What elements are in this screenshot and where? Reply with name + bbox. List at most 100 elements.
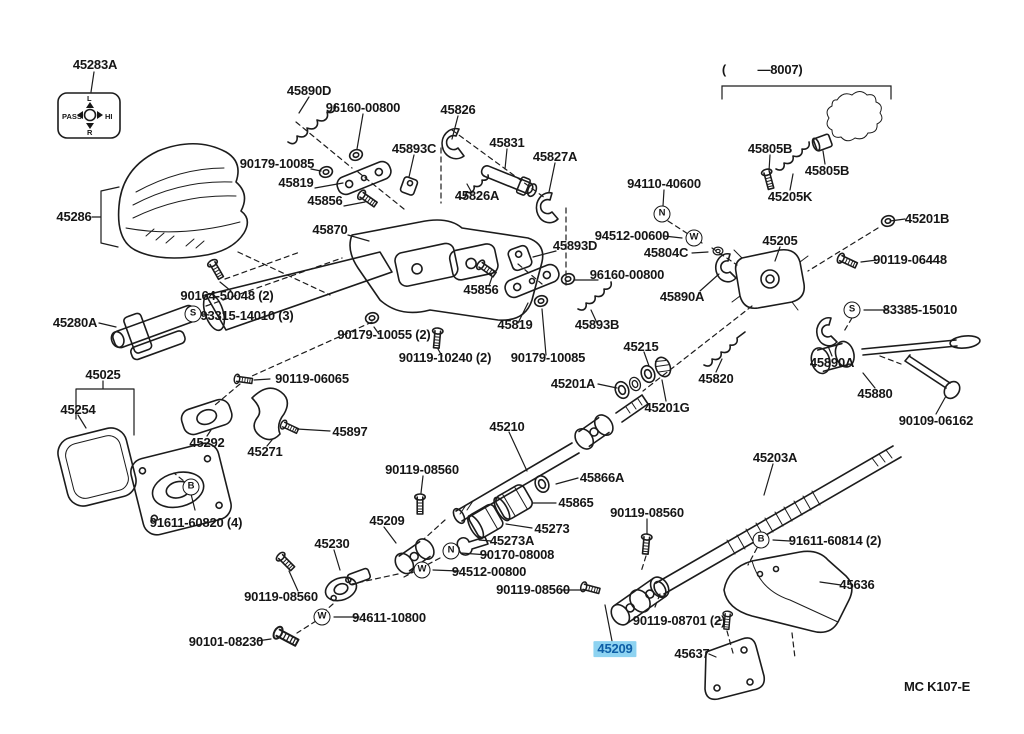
drawing-bolt-90109-06162 (904, 354, 961, 400)
part-label-45273: 45273 (534, 521, 570, 537)
switch-box-pass-text: PASS (62, 112, 82, 121)
drawing-ujoint-45209-highlighted (610, 576, 670, 626)
part-label-45890A: 45890A (659, 289, 705, 305)
part-label-90170-08008: 90170-08008 (479, 547, 555, 563)
part-label-45201A: 45201A (550, 376, 596, 392)
part-label-90119-06448: 90119-06448 (873, 252, 947, 268)
part-label-96160-00800: 96160-00800 (325, 100, 401, 116)
part-label-90109-06162: 90109-06162 (898, 413, 974, 429)
part-label-45283A: 45283A (72, 57, 118, 73)
symbol-N-circle: N (653, 205, 671, 223)
part-label-45254: 45254 (60, 402, 96, 418)
symbol-W-circle: W (685, 229, 703, 247)
part-label-45866A: 45866A (579, 470, 625, 486)
drawing-rod-45831 (480, 165, 538, 198)
part-label-highlighted-45209[interactable]: 45209 (593, 641, 637, 657)
drawing-spring-45826A (458, 174, 490, 199)
part-label-90101-08230: 90101-08230 (188, 634, 264, 650)
drawing-spring-45820 (703, 331, 746, 367)
symbol-B-circle: B (752, 531, 770, 549)
part-label-90179-10055-2-: 90179-10055 (2) (337, 327, 431, 343)
part-label-90164-50048-2-: 90164-50048 (2) (180, 288, 274, 304)
part-label-45893B: 45893B (574, 317, 620, 333)
drawing-bracket-45292 (180, 398, 233, 436)
drawing-knurled-ring-45201G (654, 356, 672, 378)
drawing-bracket-45893D (507, 244, 533, 272)
part-label-45025: 45025 (85, 367, 121, 383)
part-label-45820: 45820 (698, 371, 734, 387)
drawing-clip-45826 (441, 127, 465, 160)
part-label-45819: 45819 (497, 317, 533, 333)
drawing-clip-45273A (456, 536, 489, 556)
part-label-45805B: 45805B (747, 141, 793, 157)
part-label-90119-08560: 90119-08560 (610, 505, 684, 521)
part-label-45804C: 45804C (643, 245, 689, 261)
switch-label-box: PASS L R HI (57, 92, 121, 139)
drawing-plate-45819a (336, 160, 392, 196)
part-label-45209: 45209 (369, 513, 405, 529)
part-label-90119-08560: 90119-08560 (496, 582, 570, 598)
part-label-45205K: 45205K (767, 189, 813, 205)
drawing-gasket-45254 (57, 427, 137, 507)
part-label-45865: 45865 (558, 495, 594, 511)
symbol-S-circle: S (843, 301, 861, 319)
symbol-B-circle: B (182, 478, 200, 496)
part-label-45215: 45215 (623, 339, 659, 355)
part-label-45637: 45637 (674, 646, 710, 662)
part-label-45271: 45271 (247, 444, 283, 460)
part-label-45826: 45826 (440, 102, 476, 118)
part-label-94512-00800: 94512-00800 (451, 564, 527, 580)
drawing-column-assembly-45870 (202, 219, 544, 332)
drawing-housing-45205 (731, 248, 809, 311)
part-label-45826A: 45826A (454, 188, 500, 204)
drawing-spring-45205K (775, 141, 811, 171)
part-label-90119-08560: 90119-08560 (244, 589, 318, 605)
symbol-S-circle: S (184, 305, 202, 323)
drawing-cylinder-45805B (811, 133, 833, 152)
part-label-90119-08701-2-: 90119-08701 (2) (632, 613, 726, 629)
drawing-clip-45890A-2 (816, 316, 838, 347)
drawing-clip-45827A (535, 191, 559, 224)
part-label-45210: 45210 (489, 419, 525, 435)
part-label-45286: 45286 (56, 209, 92, 225)
drawing-plate-45025 (130, 442, 232, 536)
part-label-MC-K107-E: MC K107-E (903, 679, 971, 695)
switch-box-right-text: R (87, 128, 93, 137)
drawing-blob-cover (826, 91, 883, 142)
part-label-45292: 45292 (189, 435, 225, 451)
symbol-W-circle: W (413, 561, 431, 579)
part-label-45201G: 45201G (644, 400, 690, 416)
part-label-45273A: 45273A (489, 533, 535, 549)
drawing-plate-45819b (504, 263, 560, 299)
part-label-45893C: 45893C (391, 141, 437, 157)
part-label--: ( (721, 62, 727, 78)
part-label-93315-14010-3-: 93315-14010 (3) (200, 308, 294, 324)
part-label-45805B: 45805B (804, 163, 850, 179)
drawing-cover-45636 (723, 550, 853, 634)
part-label-90119-08560: 90119-08560 (385, 462, 459, 478)
drawing-spring-45893B (577, 281, 613, 311)
symbol-W-circle: W (313, 608, 331, 626)
part-label-45280A: 45280A (52, 315, 98, 331)
switch-box-left-text: L (87, 94, 92, 103)
part-label-45890D: 45890D (286, 83, 332, 99)
part-label-45201B: 45201B (904, 211, 950, 227)
part-label-45230: 45230 (314, 536, 350, 552)
part-label-94611-10800: 94611-10800 (352, 610, 426, 626)
part-label-91611-60820-4-: 91611-60820 (4) (149, 515, 243, 531)
drawing-flange-45230 (324, 567, 372, 602)
part-label-45205: 45205 (762, 233, 798, 249)
part-label-90119-10240-2-: 90119-10240 (2) (398, 350, 492, 366)
part-label-45856: 45856 (463, 282, 499, 298)
part-label--8007-: —8007) (757, 62, 803, 78)
drawing-spring-45890D (287, 104, 336, 145)
switch-box-hi-text: HI (105, 112, 113, 121)
part-label-45890A: 45890A (809, 355, 855, 371)
part-label-94110-40600: 94110-40600 (627, 176, 701, 192)
part-label-83385-15010: 83385-15010 (882, 302, 958, 318)
part-label-45870: 45870 (312, 222, 348, 238)
drawing-main-shaft-45210 (452, 394, 649, 525)
